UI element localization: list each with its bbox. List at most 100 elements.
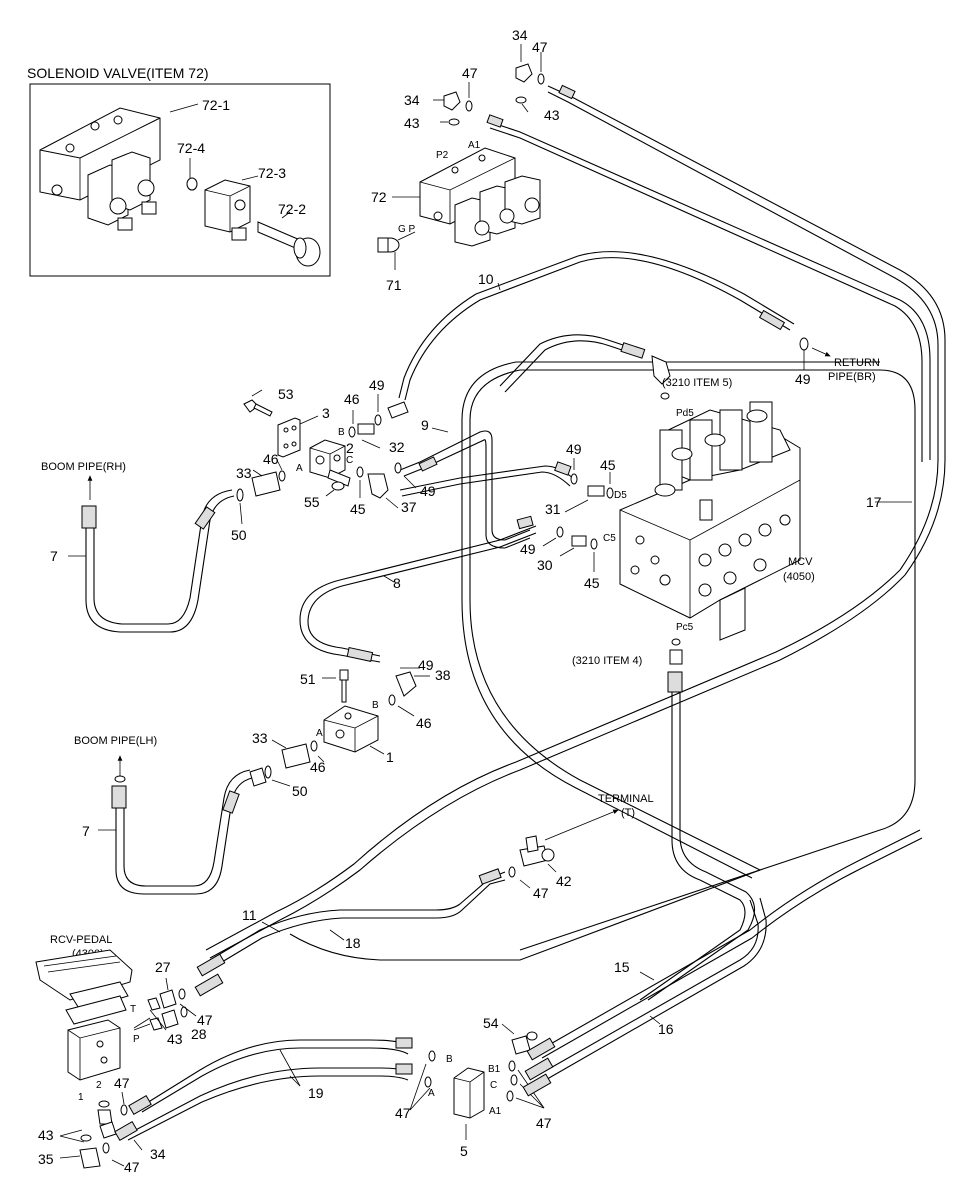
oring-boom-lh: [114, 775, 126, 783]
oring-49-37: [394, 462, 402, 474]
oring-50-rh: [236, 488, 244, 502]
label-43-pedal: 43: [167, 1031, 183, 1047]
hose-17-outline: [461, 361, 880, 421]
hose-10-end: [758, 309, 786, 331]
hose-16-outline: [541, 897, 767, 1083]
hose-7-lh: [115, 777, 253, 895]
hose-16: [539, 899, 759, 1075]
label-45-upper: 45: [350, 501, 366, 517]
note-return2: PIPE(BR): [828, 371, 876, 383]
oring-45-c5: [590, 538, 598, 550]
note-mcv-num: (4050): [783, 571, 815, 583]
oring-49-c5: [556, 526, 564, 538]
block-1: [323, 705, 379, 753]
hose-pc5-end-lower: [522, 1073, 552, 1097]
label-30: 30: [537, 557, 553, 573]
hose-8-end: [346, 646, 374, 662]
hose-19-lower-outline: [127, 1075, 409, 1141]
oring-pd5: [660, 392, 670, 400]
label-15: 15: [614, 959, 630, 975]
port-b-upper: B: [338, 427, 345, 438]
hose-19-end: [395, 1037, 413, 1049]
label-34-pedal: 34: [150, 1146, 166, 1162]
oring-50-lh: [264, 765, 272, 779]
note-boom-lh: BOOM PIPE(LH): [74, 735, 157, 747]
hose-18: [209, 871, 506, 961]
oring-47-port1: [102, 1142, 110, 1154]
solenoid-block-72-3: [204, 179, 251, 241]
label-11: 11: [242, 907, 257, 923]
hose-18-end: [478, 868, 502, 885]
hose-pc5-down2: [647, 690, 756, 1001]
oring-47-t: [178, 988, 186, 1000]
hose-16-end: [524, 1057, 554, 1081]
oring-43-port1: [80, 1134, 92, 1142]
label-49-return: 49: [795, 371, 811, 387]
oring-47-terminal: [508, 866, 516, 878]
label-47-block5-right: 47: [536, 1115, 552, 1131]
port-p: P: [133, 1034, 140, 1045]
elbow-35: [79, 1147, 101, 1169]
oring-72-4: [186, 177, 198, 191]
note-mcv: MCV: [788, 556, 813, 568]
port-2: 2: [96, 1080, 102, 1091]
oring-49-return: [799, 337, 809, 351]
note-terminal: TERMINAL: [598, 793, 654, 805]
oring-47-b1: [508, 1060, 516, 1072]
port-1: 1: [78, 1092, 84, 1103]
oring-p: [149, 1017, 163, 1031]
fitting-31: [587, 485, 605, 497]
label-5: 5: [460, 1143, 468, 1159]
note-terminal-t: (T): [621, 807, 635, 819]
oring-43-port2: [98, 1100, 110, 1108]
label-10: 10: [478, 271, 494, 287]
fitting-50-lh: [249, 767, 267, 787]
fitting-pd5: [651, 355, 671, 385]
label-72: 72: [371, 189, 387, 205]
label-72-4: 72-4: [177, 140, 205, 156]
label-28: 28: [191, 1026, 207, 1042]
label-49-upper: 49: [369, 377, 385, 393]
hose-10: [404, 257, 791, 401]
hose-top-right-lower: [547, 91, 939, 571]
hose-pd5-end: [620, 342, 646, 359]
label-49-37: 49: [420, 483, 436, 499]
hose-7-rh-crimp: [194, 506, 216, 530]
label-34-left: 34: [404, 92, 420, 108]
block-5: [453, 1067, 485, 1119]
label-38: 38: [435, 667, 451, 683]
tee-42: [519, 835, 555, 867]
hose-10-outline: [398, 251, 795, 399]
oring-47-top: [537, 73, 545, 85]
label-16: 16: [658, 1021, 674, 1037]
label-43-right: 43: [544, 107, 560, 123]
label-45-c5: 45: [584, 575, 600, 591]
label-27: 27: [155, 959, 171, 975]
hose-crimp: [486, 114, 504, 128]
block-2: [309, 439, 346, 479]
port-c-block5: C: [490, 1080, 497, 1091]
hose-c5-end: [516, 515, 534, 530]
hose-pd5: [504, 340, 641, 393]
solenoid-valve-72: [419, 147, 541, 247]
hose-d5-end: [554, 461, 572, 476]
port-a1-block5: A1: [489, 1106, 502, 1117]
label-46-rh: 46: [263, 451, 279, 467]
oring-46-lh: [310, 740, 318, 752]
port-c5: C5: [603, 533, 616, 544]
label-53: 53: [278, 386, 294, 402]
hose-11-link: [289, 869, 761, 961]
port-b-lower: B: [372, 700, 379, 711]
hose-37-d5-outline: [401, 471, 571, 497]
oring-46-upper: [348, 426, 356, 438]
label-55: 55: [304, 494, 320, 510]
oring-47-c: [510, 1074, 518, 1086]
hose-7-lh-outline: [123, 769, 251, 887]
label-8: 8: [393, 575, 401, 591]
label-47-port-lower: 47: [124, 1159, 140, 1175]
fitting-30: [571, 535, 587, 547]
label-7-lh: 7: [82, 823, 90, 839]
label-46-lh: 46: [310, 759, 326, 775]
fitting-28: [161, 1009, 179, 1029]
